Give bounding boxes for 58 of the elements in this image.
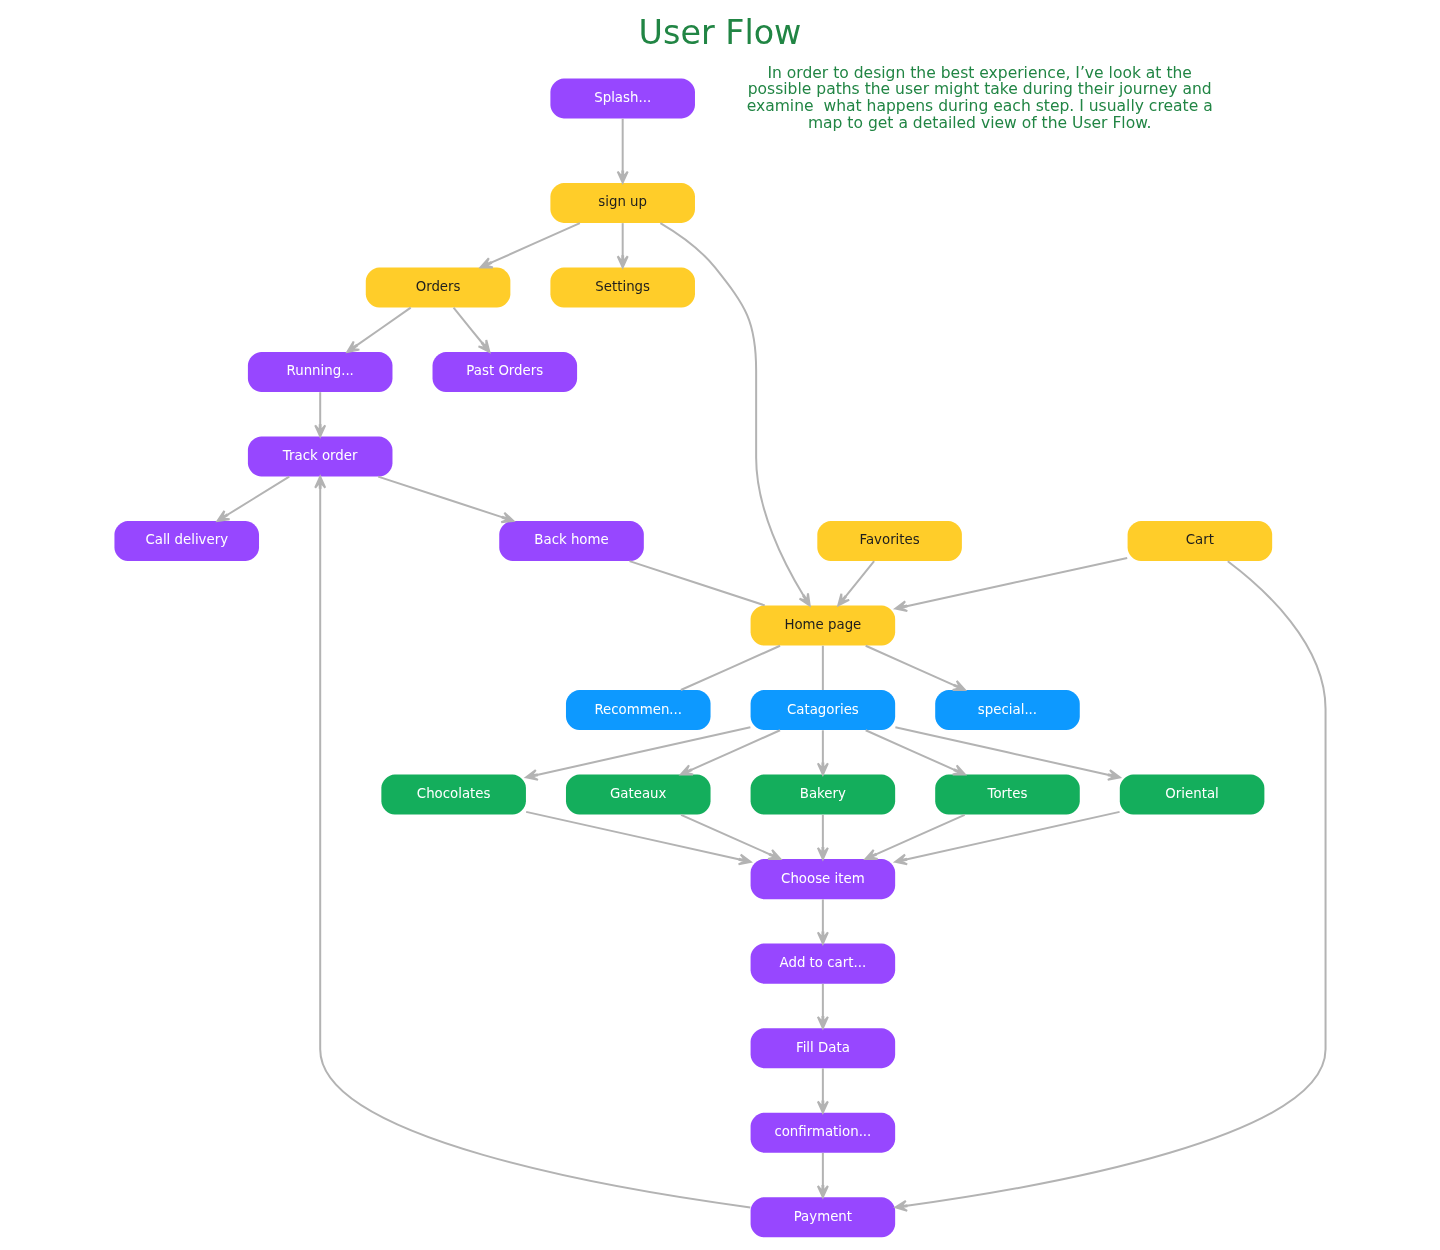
arrow: [616, 117, 629, 184]
arrow: [864, 729, 966, 776]
node-box: Favorites: [817, 521, 962, 562]
node-box: Cart: [1127, 521, 1273, 562]
arrow: [525, 726, 752, 781]
node-box: Bakery: [750, 774, 896, 815]
node-box: Home page: [750, 605, 896, 646]
arrow: [216, 475, 291, 522]
arrow: [679, 729, 782, 776]
arrow: [816, 813, 829, 860]
connector: [679, 644, 782, 691]
node-box: Recommen...: [565, 690, 711, 731]
arrow: [894, 557, 1129, 613]
node-box: Oriental: [1119, 774, 1265, 815]
node-box: Past Orders: [432, 351, 578, 392]
node-box: Catagories: [750, 690, 896, 731]
arrow: [816, 1067, 829, 1114]
diagram-title: User Flow: [638, 12, 802, 52]
node-box: Back home: [499, 521, 644, 562]
node-box: Payment: [750, 1197, 896, 1238]
connector: [821, 644, 824, 691]
node-box: special...: [935, 690, 1080, 731]
node-box: Settings: [550, 267, 695, 308]
node-box: Chocolates: [381, 774, 526, 815]
arrow: [816, 898, 829, 945]
arrow: [894, 810, 1121, 866]
node-box: Fill Data: [750, 1028, 896, 1069]
node-box: Orders: [365, 267, 511, 308]
arrow: [377, 475, 515, 524]
node-box: confirmation...: [750, 1112, 896, 1153]
arrow: [816, 1151, 829, 1199]
node-box: Splash...: [550, 78, 695, 119]
arrow: [314, 475, 752, 1209]
arrow: [314, 391, 327, 438]
arrow: [525, 810, 752, 866]
arrow: [479, 222, 581, 269]
node-box: Add to cart...: [750, 943, 896, 984]
node-box: Track order: [247, 436, 393, 477]
arrow: [837, 560, 876, 607]
arrow: [864, 813, 966, 861]
label: In order to design the best experience, I’ve look at the possible paths the user might take during their journey and examine what happens during each step. I usually create a map to get a detailed view of the User Flow.: [746, 63, 1213, 132]
arrow: [816, 982, 829, 1030]
arrow: [680, 813, 782, 861]
node-box: Choose item: [750, 859, 896, 900]
node-box: sign up: [550, 182, 695, 223]
connector: [628, 560, 766, 607]
arrow: [346, 306, 412, 353]
arrow: [452, 306, 491, 353]
node-box: Gateaux: [565, 774, 711, 815]
arrow: [616, 222, 629, 269]
arrow: [659, 222, 811, 607]
arrow: [894, 726, 1121, 781]
arrow: [864, 644, 966, 692]
node-box: Call delivery: [114, 521, 259, 562]
arrow: [816, 729, 829, 776]
node-box: Tortes: [935, 774, 1080, 815]
node-box: Running...: [247, 351, 393, 392]
arrow: [894, 560, 1327, 1212]
